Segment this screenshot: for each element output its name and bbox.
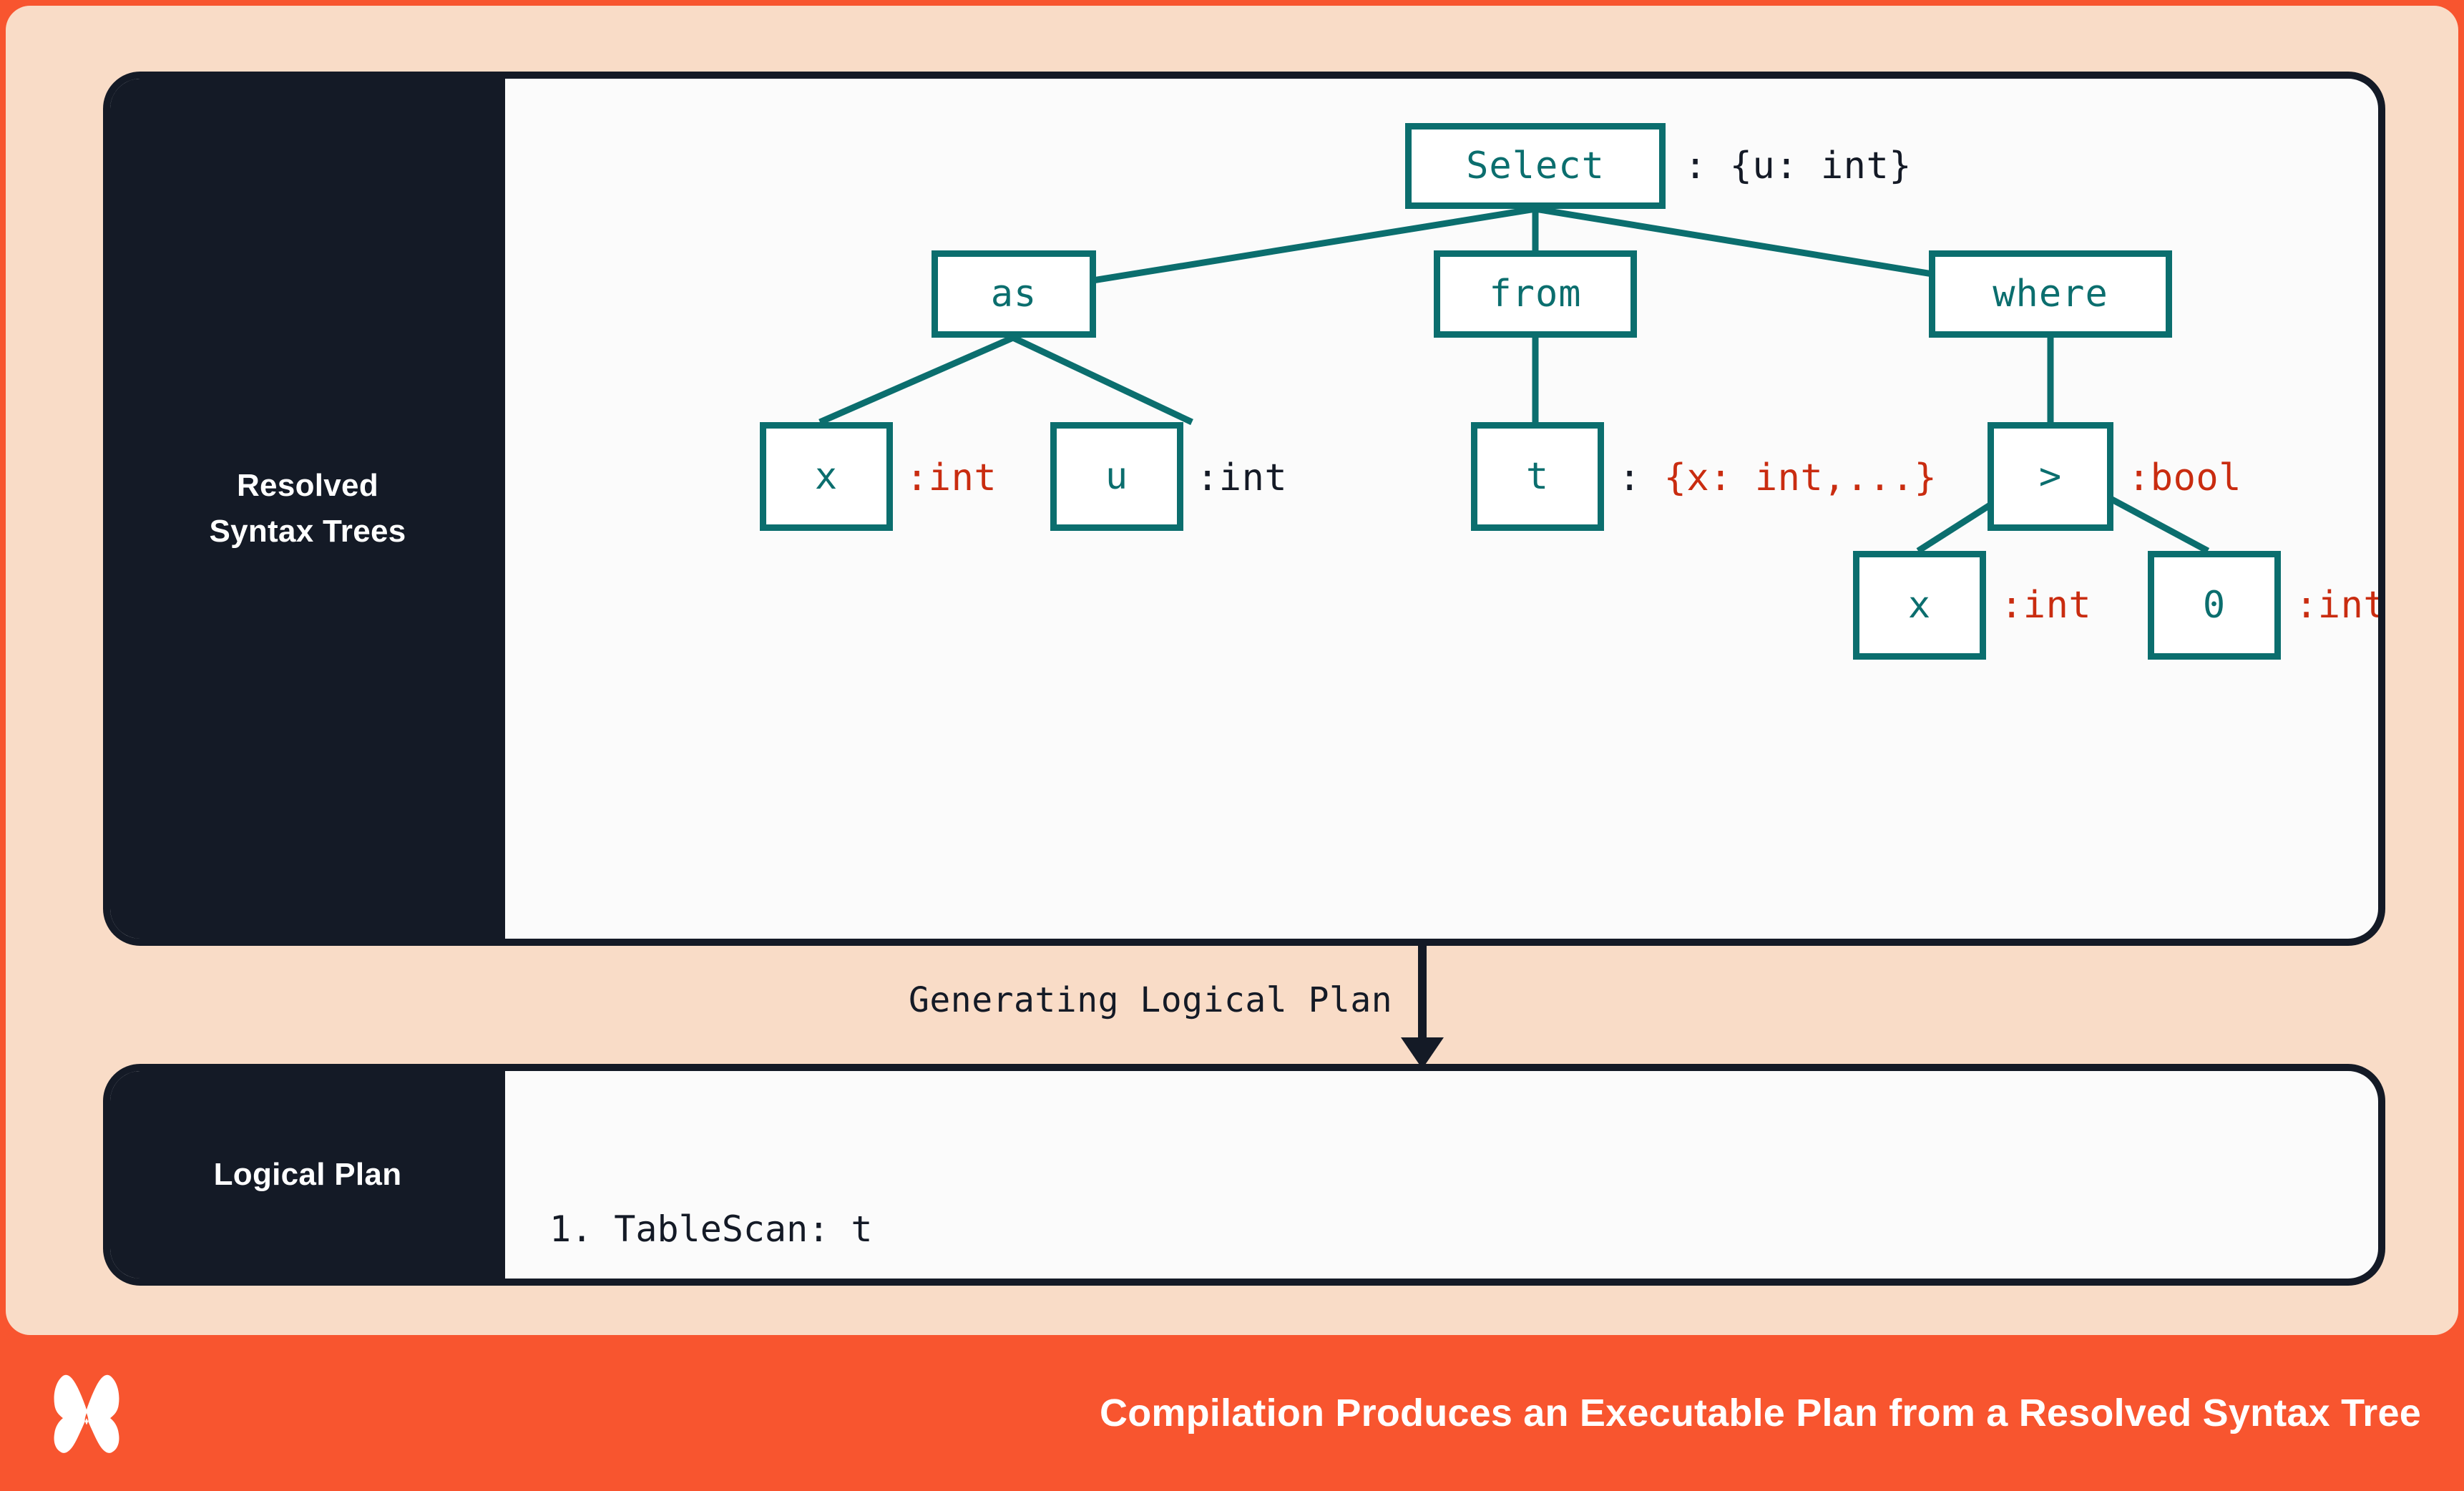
from-t-annotation-type: {x: int,...} <box>1663 456 1937 499</box>
resolved-syntax-trees-panel: Resolved Syntax Trees <box>103 72 2385 946</box>
panel-label-line-1: Resolved <box>236 468 379 504</box>
tree-node-greater-than-label: > <box>2038 455 2063 498</box>
footer-bar: Compilation Produces an Executable Plan … <box>0 1335 2464 1491</box>
tree-node-select[interactable]: Select <box>1405 123 1666 209</box>
tree-node-gt-x-label: x <box>1907 584 1932 627</box>
logical-plan-body: 1. TableScan: t 2. Filter: t.x > 0 3. Pr… <box>505 1071 2378 1279</box>
from-t-annotation-colon: : <box>1618 456 1664 499</box>
tree-node-where-label: where <box>1993 273 2108 316</box>
tree-node-gt-x[interactable]: x <box>1853 551 1986 660</box>
tree-node-as-label: as <box>990 273 1037 316</box>
panel-label-logical-plan-text: Logical Plan <box>213 1157 402 1192</box>
tree-node-from[interactable]: from <box>1434 250 1637 338</box>
tree-node-from-t-label: t <box>1525 455 1550 498</box>
tree-node-greater-than[interactable]: > <box>1988 422 2113 531</box>
tree-node-greater-than-annotation: :bool <box>2128 456 2242 499</box>
tree-node-as-x[interactable]: x <box>760 422 893 531</box>
panel-label-line-2: Syntax Trees <box>209 514 406 549</box>
logical-plan-step: 1. TableScan: t <box>549 1208 873 1250</box>
tree-node-as-x-annotation: :int <box>906 456 997 499</box>
tree-node-as[interactable]: as <box>932 250 1096 338</box>
connector-label: Generating Logical Plan <box>909 980 1393 1020</box>
panel-label-logical-plan: Logical Plan <box>110 1071 505 1279</box>
butterfly-x-logo-icon <box>54 1374 119 1453</box>
panel-label-resolved-syntax-trees: Resolved Syntax Trees <box>110 79 505 939</box>
tree-node-from-t-annotation: : {x: int,...} <box>1618 456 1937 499</box>
tree-node-from-label: from <box>1489 273 1582 316</box>
tree-node-as-u[interactable]: u <box>1050 422 1183 531</box>
connector-arrow-icon <box>1401 943 1444 1068</box>
tree-node-where[interactable]: where <box>1929 250 2172 338</box>
tree-node-gt-x-annotation: :int <box>2000 584 2092 627</box>
tree-node-gt-zero[interactable]: 0 <box>2148 551 2281 660</box>
tree-node-gt-zero-label: 0 <box>2202 584 2226 627</box>
tree-node-from-t[interactable]: t <box>1471 422 1604 531</box>
footer-title: Compilation Produces an Executable Plan … <box>1100 1392 2421 1434</box>
logical-plan-steps: 1. TableScan: t 2. Filter: t.x > 0 3. Pr… <box>549 1103 1045 1279</box>
tree-node-as-x-label: x <box>814 455 839 498</box>
tree-node-as-u-annotation: :int <box>1196 456 1288 499</box>
tree-node-select-label: Select <box>1466 145 1605 187</box>
tree-node-as-u-label: u <box>1105 455 1129 498</box>
logical-plan-panel: Logical Plan 1. TableScan: t 2. Filter: … <box>103 1064 2385 1286</box>
tree-node-select-annotation: : {u: int} <box>1684 145 1912 187</box>
tree-node-gt-zero-annotation: :int <box>2295 584 2385 627</box>
syntax-tree-canvas: Select : {u: int} as from where x :int u… <box>505 79 2378 939</box>
